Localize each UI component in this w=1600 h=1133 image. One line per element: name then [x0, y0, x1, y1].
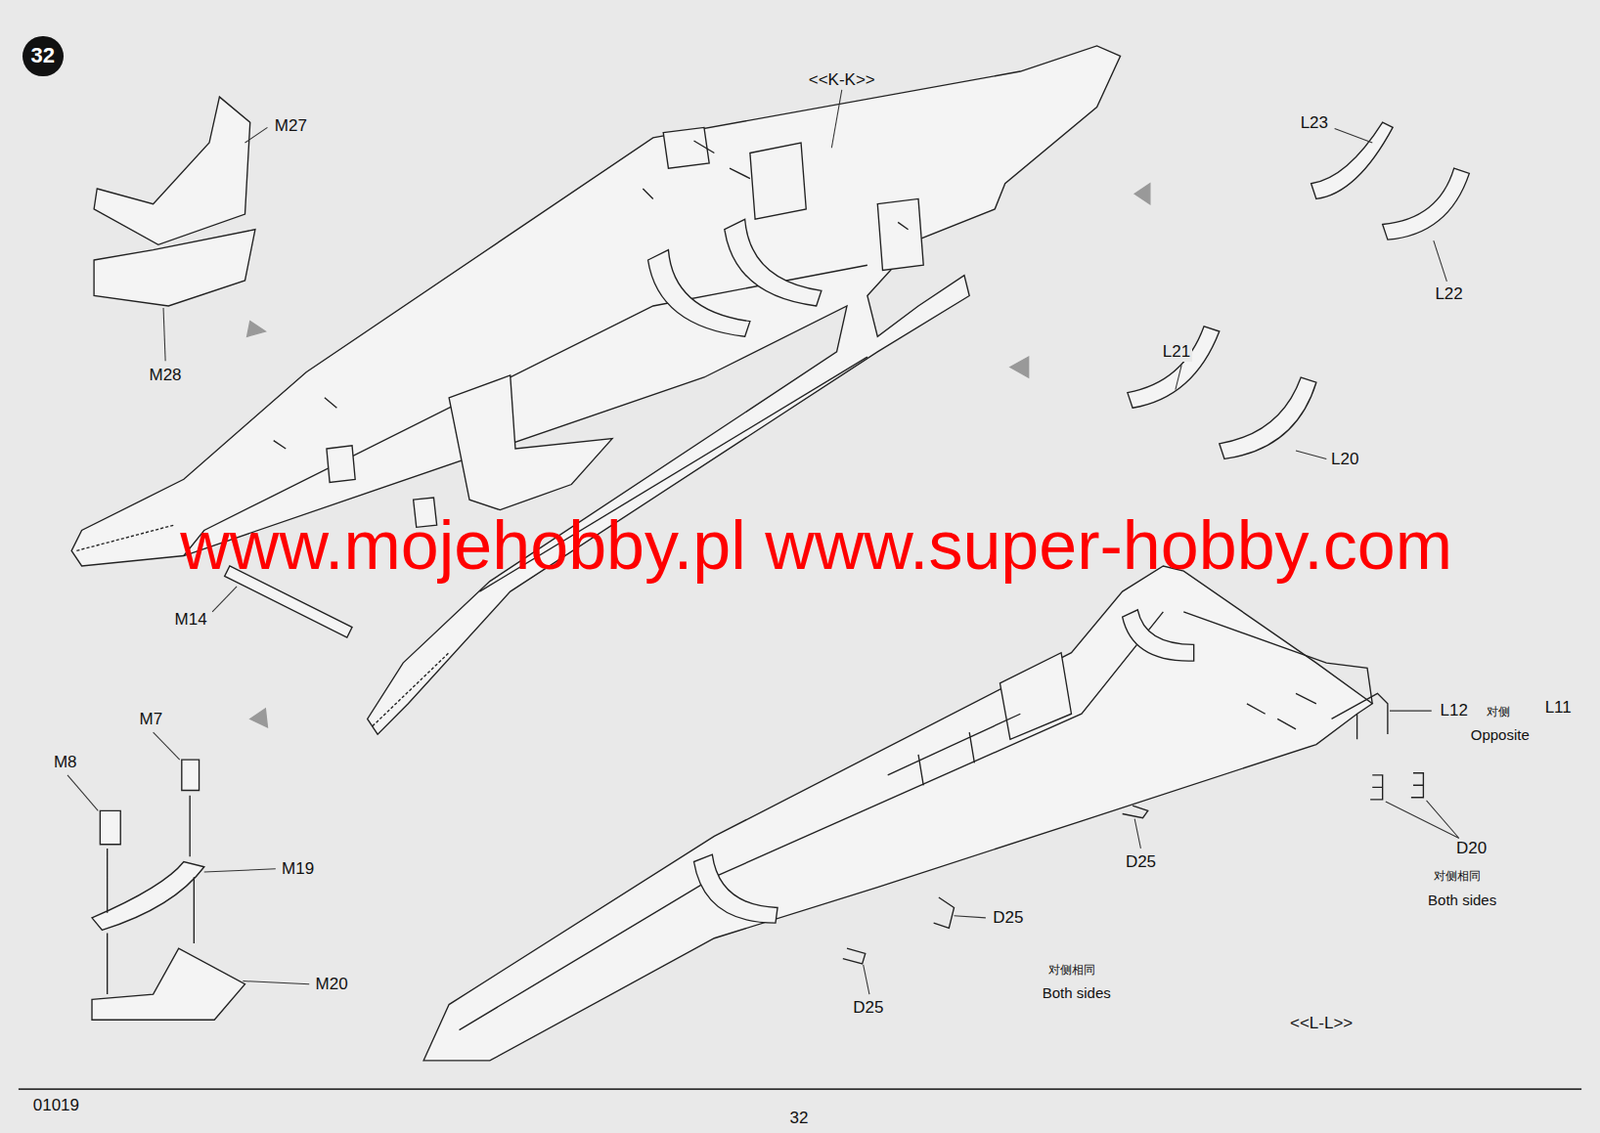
watermark: www.mojehobby.pl www.super-hobby.com — [179, 511, 1453, 580]
part-label: 01019 — [31, 1096, 82, 1116]
part-label: M7 — [137, 710, 166, 730]
part-label: D25 — [990, 908, 1025, 929]
part-label: L23 — [1298, 113, 1331, 134]
part-label: M19 — [279, 859, 316, 880]
part-label: M20 — [313, 975, 351, 995]
note-text: 对侧 — [1484, 706, 1512, 720]
part-label: M14 — [173, 610, 210, 630]
part-label: D25 — [850, 998, 886, 1019]
note-text: 对侧相同 — [1046, 964, 1098, 978]
part-label: M8 — [51, 753, 80, 773]
part-label: D25 — [1123, 852, 1158, 873]
part-label: M28 — [146, 365, 183, 386]
note-text: Opposite — [1468, 726, 1532, 744]
step-number: 32 — [31, 43, 55, 69]
part-label: M27 — [272, 116, 310, 136]
note-text: Both sides — [1040, 984, 1113, 1002]
part-label: L12 — [1438, 701, 1470, 721]
part-label: L20 — [1329, 449, 1361, 470]
part-label: L22 — [1432, 284, 1465, 305]
part-label: L11 — [1543, 698, 1574, 718]
part-label: 32 — [787, 1109, 810, 1129]
note-text: 对侧相同 — [1431, 870, 1483, 885]
part-label: <<K-K>> — [806, 70, 878, 90]
part-label: <<L-L>> — [1288, 1014, 1355, 1034]
part-label: L21 — [1160, 342, 1193, 362]
part-label: D20 — [1454, 839, 1489, 859]
step-number-circle: 32 — [22, 36, 64, 78]
note-text: Both sides — [1425, 891, 1499, 909]
